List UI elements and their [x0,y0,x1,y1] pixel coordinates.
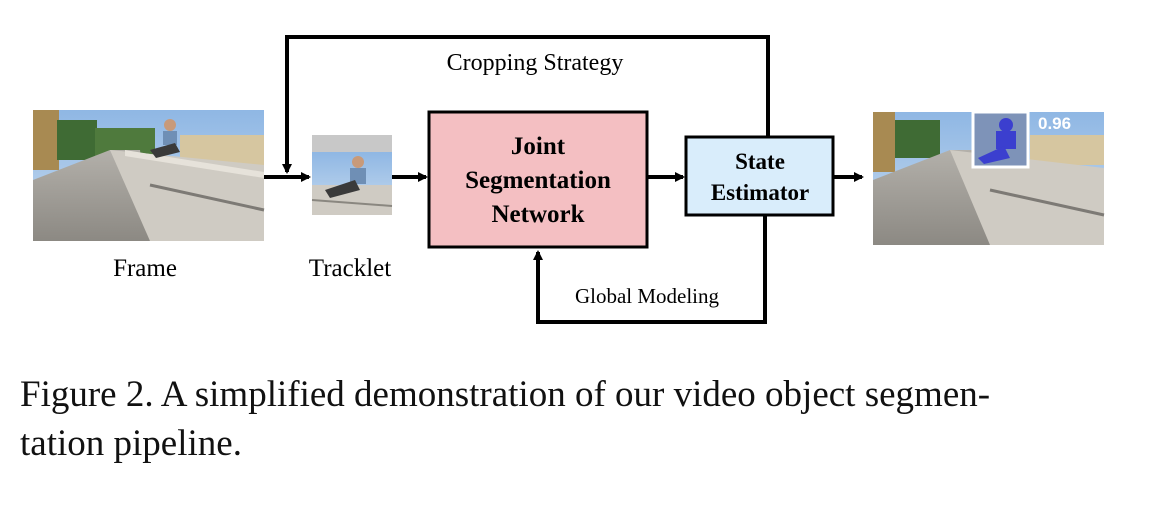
frame-image [33,110,265,241]
frame-label: Frame [113,255,177,282]
caption-line-2: tation pipeline. [20,423,242,464]
confidence-score: 0.96 [1038,114,1071,133]
caption-line-1: Figure 2. A simplified demonstration of … [20,374,991,415]
joint-segmentation-network-box [427,110,649,249]
pipeline-diagram: 0.96 Joint Segmentation Network State Es… [33,35,1105,324]
joint-network-line-2: Segmentation [465,167,611,194]
arrows [264,35,864,324]
cropping-strategy-label: Cropping Strategy [447,50,624,76]
arrow-cropping-strategy [282,35,770,174]
output-image: 0.96 [873,110,1105,245]
tracklet-image [311,135,393,215]
state-estimator-line-2: Estimator [711,180,809,205]
joint-network-line-3: Network [491,201,584,228]
joint-network-line-1: Joint [511,133,566,160]
segmentation-mask [978,118,1016,164]
tracklet-label: Tracklet [309,255,391,282]
arrow-global-modeling [533,215,767,324]
state-estimator-line-1: State [735,149,785,174]
figure-caption: Figure 2. A simplified demonstration of … [20,370,1130,468]
global-modeling-label: Global Modeling [575,284,720,308]
